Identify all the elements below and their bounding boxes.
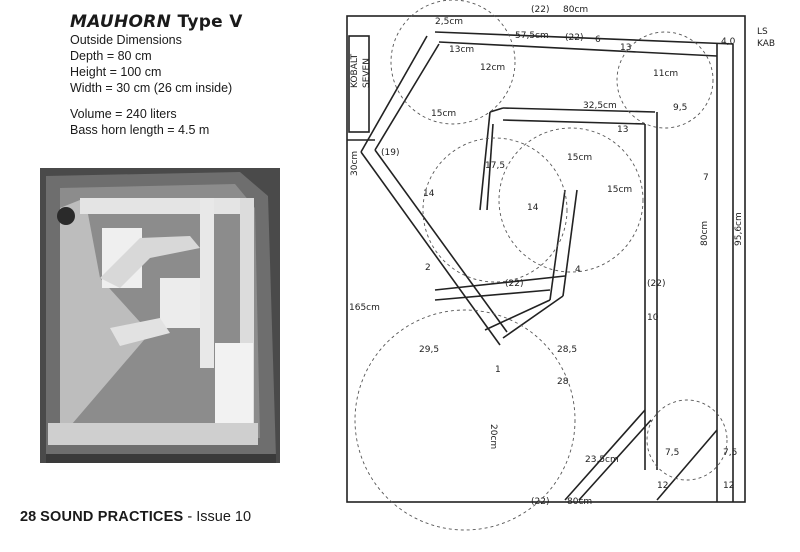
dim-19-a: (19) (381, 148, 399, 158)
dim-15-b: 15cm (567, 153, 592, 163)
dim-22-right: (22) (647, 279, 665, 289)
dim-17-5: 17,5 (485, 161, 505, 171)
dim-11: 11cm (653, 69, 678, 79)
bottom-index-label: (22) (531, 497, 549, 507)
corner-label-1: LS (757, 27, 768, 37)
dim-9-5: 9,5 (673, 103, 687, 113)
corner-label-2: KAB (757, 39, 775, 49)
dim-4: 4 (575, 265, 581, 275)
dim-23-5: 23,5cm (585, 455, 619, 465)
top-index-label: (22) (531, 5, 549, 15)
dim-30: 30cm (350, 151, 360, 176)
dim-22-top: (22) (565, 33, 583, 43)
depth-spec: Depth = 80 cm (70, 49, 152, 63)
dim-32-5: 32,5cm (583, 101, 617, 111)
dim-1: 1 (495, 365, 501, 375)
dim-28: 28 (557, 377, 569, 387)
model-name: Type V (177, 12, 243, 32)
dim-15-a: 15cm (431, 109, 456, 119)
dim-10: 10 (647, 313, 659, 323)
cabinet-photo (40, 168, 280, 463)
brand-name: MAUHORN (70, 12, 172, 32)
dim-29-5: 29,5 (419, 345, 439, 355)
cross-section-drawing: (22) 80cm (22) 80cm KOBALT SEVEN LS KAB … (346, 0, 775, 531)
bottom-length-label: 80cm (567, 497, 592, 507)
dim-6: 6 (595, 35, 601, 45)
dim-14-a: 14 (423, 189, 435, 199)
height-spec: Height = 100 cm (70, 65, 162, 79)
volume-spec: Volume = 240 liters (70, 107, 177, 121)
page-footer: 28 SOUND PRACTICES - Issue 10 (20, 509, 251, 525)
dim-2: 2 (425, 263, 431, 273)
dim-7-5-b: 7,5 (723, 448, 737, 458)
dim-12-b: 12 (657, 481, 668, 491)
dim-80-vertical: 80cm (700, 221, 710, 246)
dim-57-5: 57,5cm (515, 31, 549, 41)
dim-20: 20cm (488, 424, 498, 449)
page-title: MAUHORN Type V (70, 12, 330, 32)
dim-4-0: 4,0 (721, 37, 736, 47)
horn-length-spec: Bass horn length = 4.5 m (70, 123, 210, 137)
magazine-name: SOUND PRACTICES (40, 509, 184, 525)
dimensions-heading: Outside Dimensions (70, 33, 182, 47)
dim-2-5: 2,5cm (435, 17, 463, 27)
driver-label-2: SEVEN (362, 58, 372, 88)
driver-label-1: KOBALT (350, 53, 360, 88)
page-number: 28 (20, 509, 37, 525)
top-length-label: 80cm (563, 5, 588, 15)
dim-95-6: 95,6cm (734, 212, 744, 246)
dim-13-c: 13 (617, 125, 628, 135)
dim-22-mid: (22) (505, 279, 523, 289)
dim-14-b: 14 (527, 203, 539, 213)
width-spec: Width = 30 cm (26 cm inside) (70, 81, 233, 95)
issue-label: - Issue 10 (187, 509, 252, 525)
spec-block: MAUHORN Type V Outside Dimensions Depth … (70, 12, 330, 138)
dim-28-5: 28,5 (557, 345, 577, 355)
dim-15-c: 15cm (607, 185, 632, 195)
dim-12-c: 12 (723, 481, 734, 491)
dim-13-a: 13cm (449, 45, 474, 55)
dim-7-5-a: 7,5 (665, 448, 679, 458)
dim-12: 12cm (480, 63, 505, 73)
dim-7: 7 (703, 173, 709, 183)
dim-13-b: 13 (620, 43, 631, 53)
dim-165: 165cm (349, 303, 380, 313)
